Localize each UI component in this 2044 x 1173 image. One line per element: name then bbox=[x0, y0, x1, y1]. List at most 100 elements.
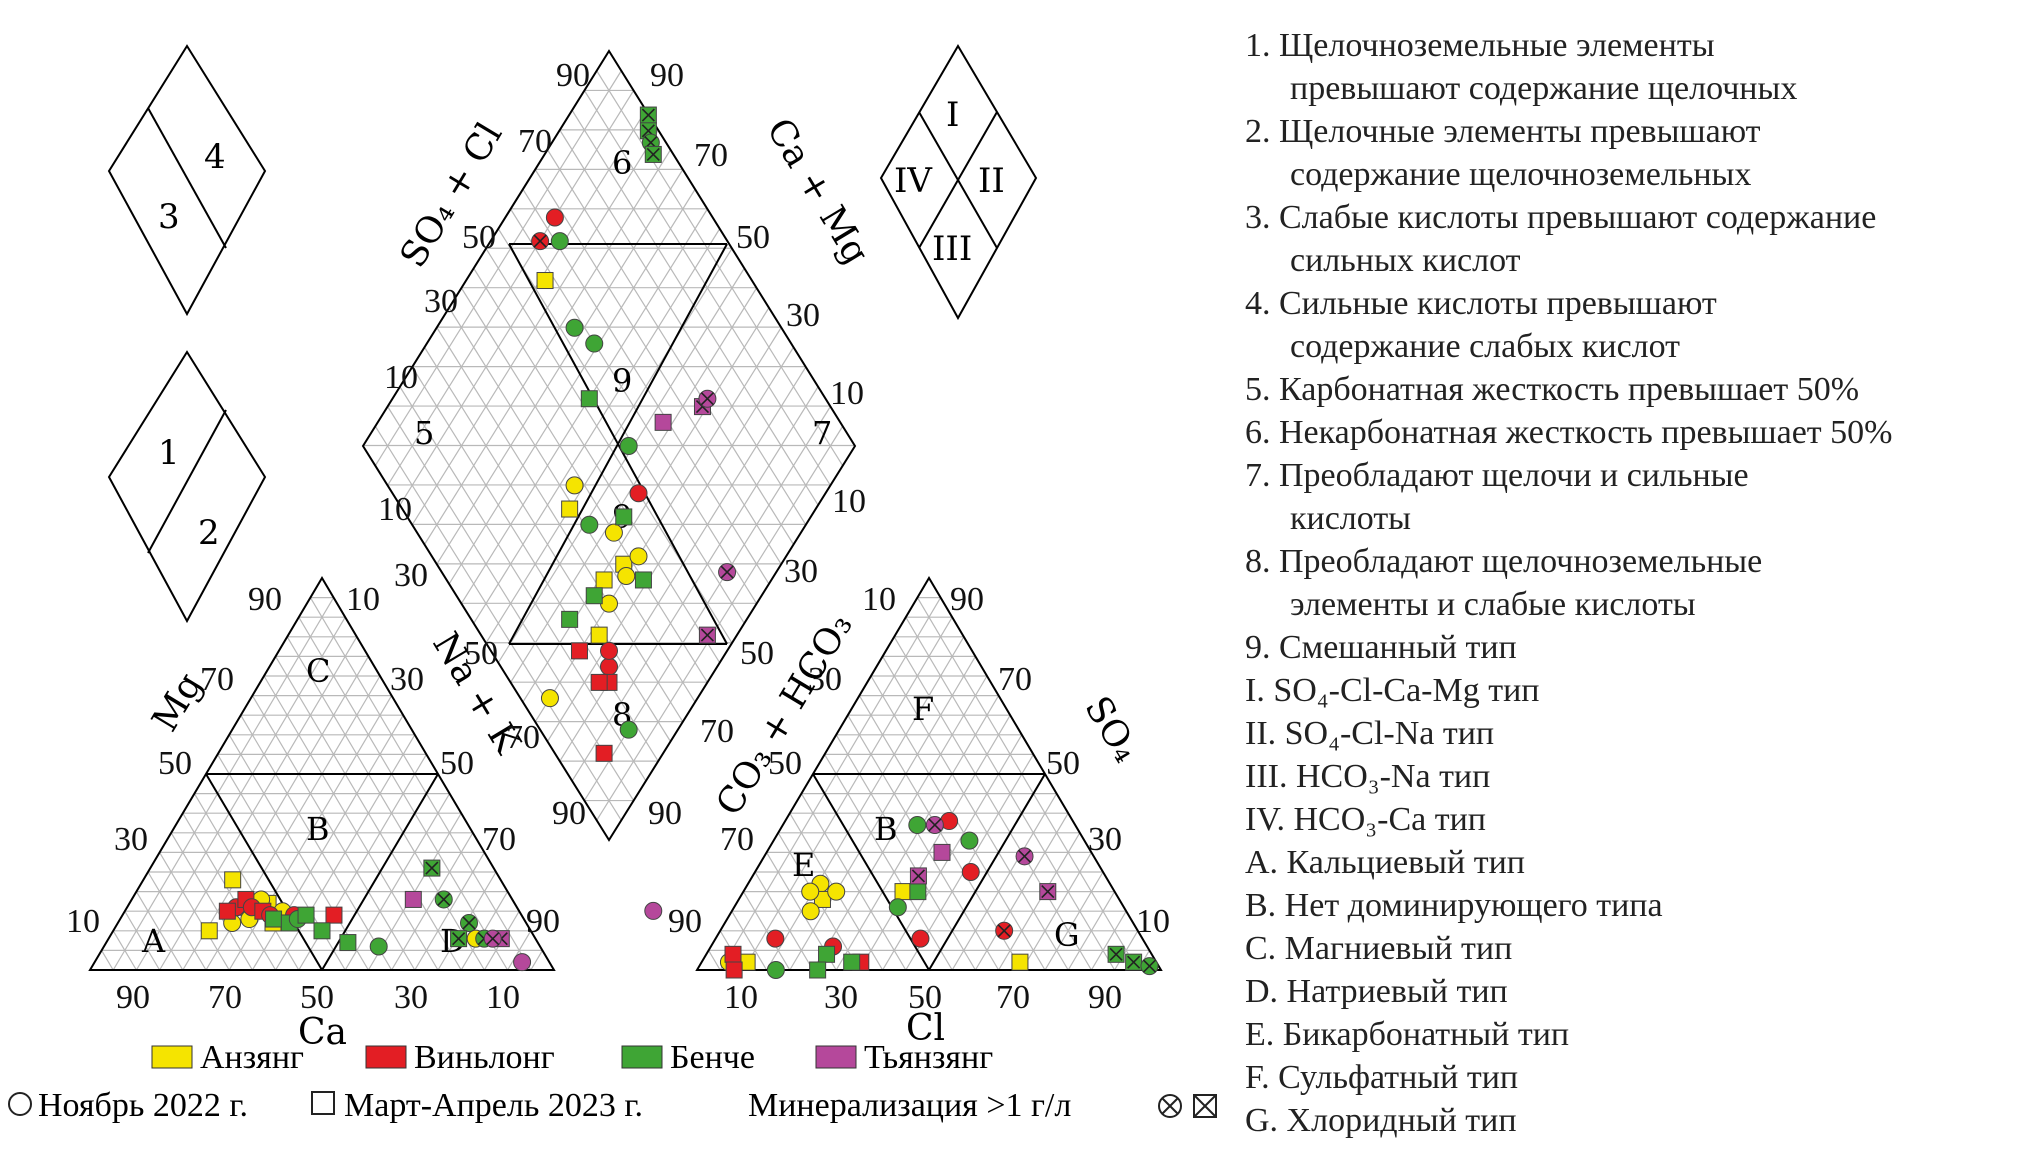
sample-point bbox=[961, 863, 980, 881]
diamond-tick-ul: 30 bbox=[424, 283, 458, 320]
square-marker-icon bbox=[311, 1091, 335, 1115]
sample-point bbox=[561, 500, 579, 518]
cation-tick-right: 10 bbox=[346, 581, 380, 618]
anion-region-F: F bbox=[912, 690, 934, 728]
sample-point bbox=[513, 953, 532, 972]
sample-point bbox=[827, 882, 846, 901]
key-label-4: 4 bbox=[204, 137, 226, 177]
marker-legend: Ноябрь 2022 г. Март-Апрель 2023 г. Минер… bbox=[8, 1087, 1217, 1124]
legend-entry: D. Натриевый тип bbox=[1245, 973, 1508, 1010]
cation-tick-right: 90 bbox=[526, 903, 560, 940]
cation-tick-bottom: 10 bbox=[486, 979, 520, 1016]
anion-tick-left: 90 bbox=[668, 903, 702, 940]
sample-point bbox=[224, 871, 242, 889]
marker-label-crossed: Минерализация >1 г/л bbox=[748, 1087, 1071, 1124]
sample-point bbox=[600, 594, 618, 613]
sample-point bbox=[265, 910, 283, 928]
key-label-3: 3 bbox=[158, 197, 180, 237]
high-mineral-cross bbox=[646, 147, 660, 162]
high-mineral-cross bbox=[1127, 955, 1141, 969]
sample-point bbox=[615, 508, 633, 526]
cation-tick-right: 70 bbox=[482, 821, 516, 858]
cation-tick-left: 50 bbox=[158, 745, 192, 782]
high-mineral-cross bbox=[1142, 959, 1157, 973]
anion-tick-left: 70 bbox=[720, 821, 754, 858]
anion-tick-right: 90 bbox=[950, 581, 984, 618]
sample-point bbox=[595, 571, 613, 589]
sample-point bbox=[590, 673, 608, 691]
key-diamond-3-4 bbox=[107, 44, 267, 317]
sample-point bbox=[725, 961, 743, 979]
sample-point bbox=[766, 929, 785, 948]
cation-axis-ca: Ca bbox=[298, 1012, 347, 1053]
diamond-tick-lr: 70 bbox=[700, 713, 734, 750]
series-legend: Анзянг Виньлонг Бенче Тьянзянг bbox=[151, 1039, 993, 1076]
sample-point bbox=[1011, 953, 1029, 971]
cation-points bbox=[200, 859, 532, 972]
anion-tick-right: 70 bbox=[998, 661, 1032, 698]
sample-point bbox=[801, 882, 820, 901]
anion-tick-left: 30 bbox=[808, 661, 842, 698]
cation-tick-left: 70 bbox=[200, 661, 234, 698]
sample-point bbox=[600, 657, 618, 676]
sample-point bbox=[545, 208, 564, 227]
sample-point bbox=[565, 476, 584, 495]
sample-point bbox=[843, 953, 861, 971]
high-mineral-cross bbox=[911, 869, 925, 883]
sample-point bbox=[644, 901, 663, 920]
diamond-tick-lr: 30 bbox=[784, 553, 818, 590]
sample-point bbox=[619, 437, 638, 455]
key-diamond-I-IV bbox=[879, 44, 1038, 321]
sample-point bbox=[894, 883, 912, 901]
diamond-tick-lr: 50 bbox=[740, 635, 774, 672]
cation-tick-left: 30 bbox=[114, 821, 148, 858]
diamond-tick-lr: 10 bbox=[832, 483, 866, 520]
central-diamond: 6 9 9 7 8 5 90 70 50 30 10 90 70 50 30 1… bbox=[361, 49, 877, 920]
sample-point bbox=[629, 547, 648, 566]
sample-point bbox=[960, 831, 979, 850]
series-label: Тьянзянг bbox=[864, 1039, 993, 1076]
sample-point bbox=[580, 515, 599, 534]
high-mineral-cross bbox=[1041, 885, 1055, 899]
high-mineral-cross bbox=[425, 861, 439, 875]
sample-point bbox=[654, 413, 672, 431]
diamond-tick-ll: 30 bbox=[394, 557, 428, 594]
cation-tick-bottom: 90 bbox=[116, 979, 150, 1016]
diamond-tick-ll: 70 bbox=[506, 719, 540, 756]
diamond-region-6: 6 bbox=[612, 144, 632, 182]
diamond-axis-camg: Ca + Mg bbox=[758, 112, 877, 272]
sample-point bbox=[617, 567, 636, 586]
crossed-circle-icon bbox=[1158, 1094, 1182, 1118]
diamond-region-7: 7 bbox=[812, 414, 832, 452]
anion-tick-left: 50 bbox=[768, 745, 802, 782]
series-label: Виньлонг bbox=[414, 1039, 555, 1076]
legend-entry: 7. Преобладают щелочи и сильные bbox=[1245, 457, 1749, 494]
cation-tick-left: 90 bbox=[248, 581, 282, 618]
series-label: Бенче bbox=[670, 1039, 755, 1076]
sample-point bbox=[818, 945, 836, 963]
sample-point bbox=[908, 815, 927, 834]
legend-entry: IV. HCO₃-Ca тип bbox=[1245, 801, 1486, 838]
sample-point bbox=[888, 898, 907, 917]
high-mineral-cross bbox=[700, 392, 714, 406]
sample-point bbox=[634, 571, 652, 589]
diamond-tick-ll: 50 bbox=[464, 635, 498, 672]
sample-point bbox=[218, 902, 236, 920]
key-label-I: I bbox=[946, 95, 959, 135]
cation-region-B: B bbox=[306, 810, 330, 848]
high-mineral-cross bbox=[720, 565, 734, 579]
high-mineral-cross bbox=[437, 892, 451, 907]
key-diamond-1-2 bbox=[107, 350, 267, 624]
sample-point bbox=[580, 390, 598, 408]
cation-tick-bottom: 30 bbox=[394, 979, 428, 1016]
high-mineral-cross bbox=[486, 932, 500, 946]
anion-tick-bottom: 70 bbox=[996, 979, 1030, 1016]
sample-point bbox=[585, 334, 604, 353]
diamond-region-9: 9 bbox=[612, 362, 632, 400]
diamond-tick-ur: 90 bbox=[650, 57, 684, 94]
sample-point bbox=[536, 272, 554, 290]
sample-point bbox=[313, 922, 331, 940]
cation-tick-bottom: 50 bbox=[300, 979, 334, 1016]
legend-entry: E. Бикарбонатный тип bbox=[1245, 1016, 1570, 1053]
diamond-tick-ul: 90 bbox=[556, 57, 590, 94]
